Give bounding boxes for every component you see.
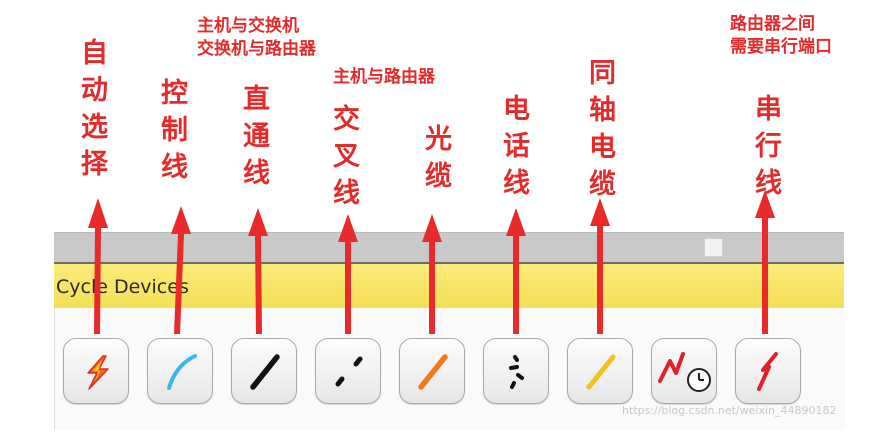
note-straight-line2: 交换机与路由器 (197, 39, 316, 59)
auto-connection-button[interactable] (63, 338, 129, 404)
section-title: Cycle Devices (56, 276, 189, 298)
serial-dce-cable-button[interactable] (651, 338, 717, 404)
restore-button[interactable] (704, 238, 723, 257)
label-cross: 交叉线 (328, 104, 359, 215)
label-console: 控制线 (156, 78, 187, 189)
console-cable-icon (167, 354, 197, 390)
label-auto: 自动选择 (76, 38, 107, 186)
label-serial: 串行线 (750, 94, 781, 205)
label-coax: 同轴电缆 (584, 58, 615, 206)
crossover-cable-icon (335, 356, 363, 387)
serial-cable-icon (757, 352, 778, 391)
coaxial-cable-icon (586, 354, 616, 390)
note-serial-line1: 路由器之间 (730, 14, 815, 34)
note-serial-line2: 需要串行端口 (730, 37, 832, 57)
serial-dce-clock-icon (658, 352, 711, 392)
straight-through-cable-icon (250, 354, 280, 390)
coaxial-cable-button[interactable] (567, 338, 633, 404)
fiber-cable-icon (418, 354, 448, 390)
toolbar-strip (54, 232, 844, 263)
label-phone: 电话线 (498, 94, 529, 205)
note-straight-line1: 主机与交换机 (197, 16, 299, 36)
phone-cable-button[interactable] (483, 338, 549, 404)
note-straight: 主机与交换机 交换机与路由器 (197, 15, 316, 61)
note-serial: 路由器之间 需要串行端口 (730, 13, 832, 59)
serial-cable-button[interactable] (735, 338, 801, 404)
crossover-cable-button[interactable] (315, 338, 381, 404)
note-cross: 主机与路由器 (333, 67, 435, 87)
lightning-auto-icon (87, 355, 109, 390)
fiber-cable-button[interactable] (399, 338, 465, 404)
watermark: https://blog.csdn.net/weixin_44890182 (622, 404, 837, 417)
label-straight: 直通线 (238, 84, 269, 195)
straight-through-cable-button[interactable] (231, 338, 297, 404)
label-fiber: 光缆 (420, 124, 451, 198)
console-cable-button[interactable] (147, 338, 213, 404)
phone-cable-icon (509, 355, 524, 389)
